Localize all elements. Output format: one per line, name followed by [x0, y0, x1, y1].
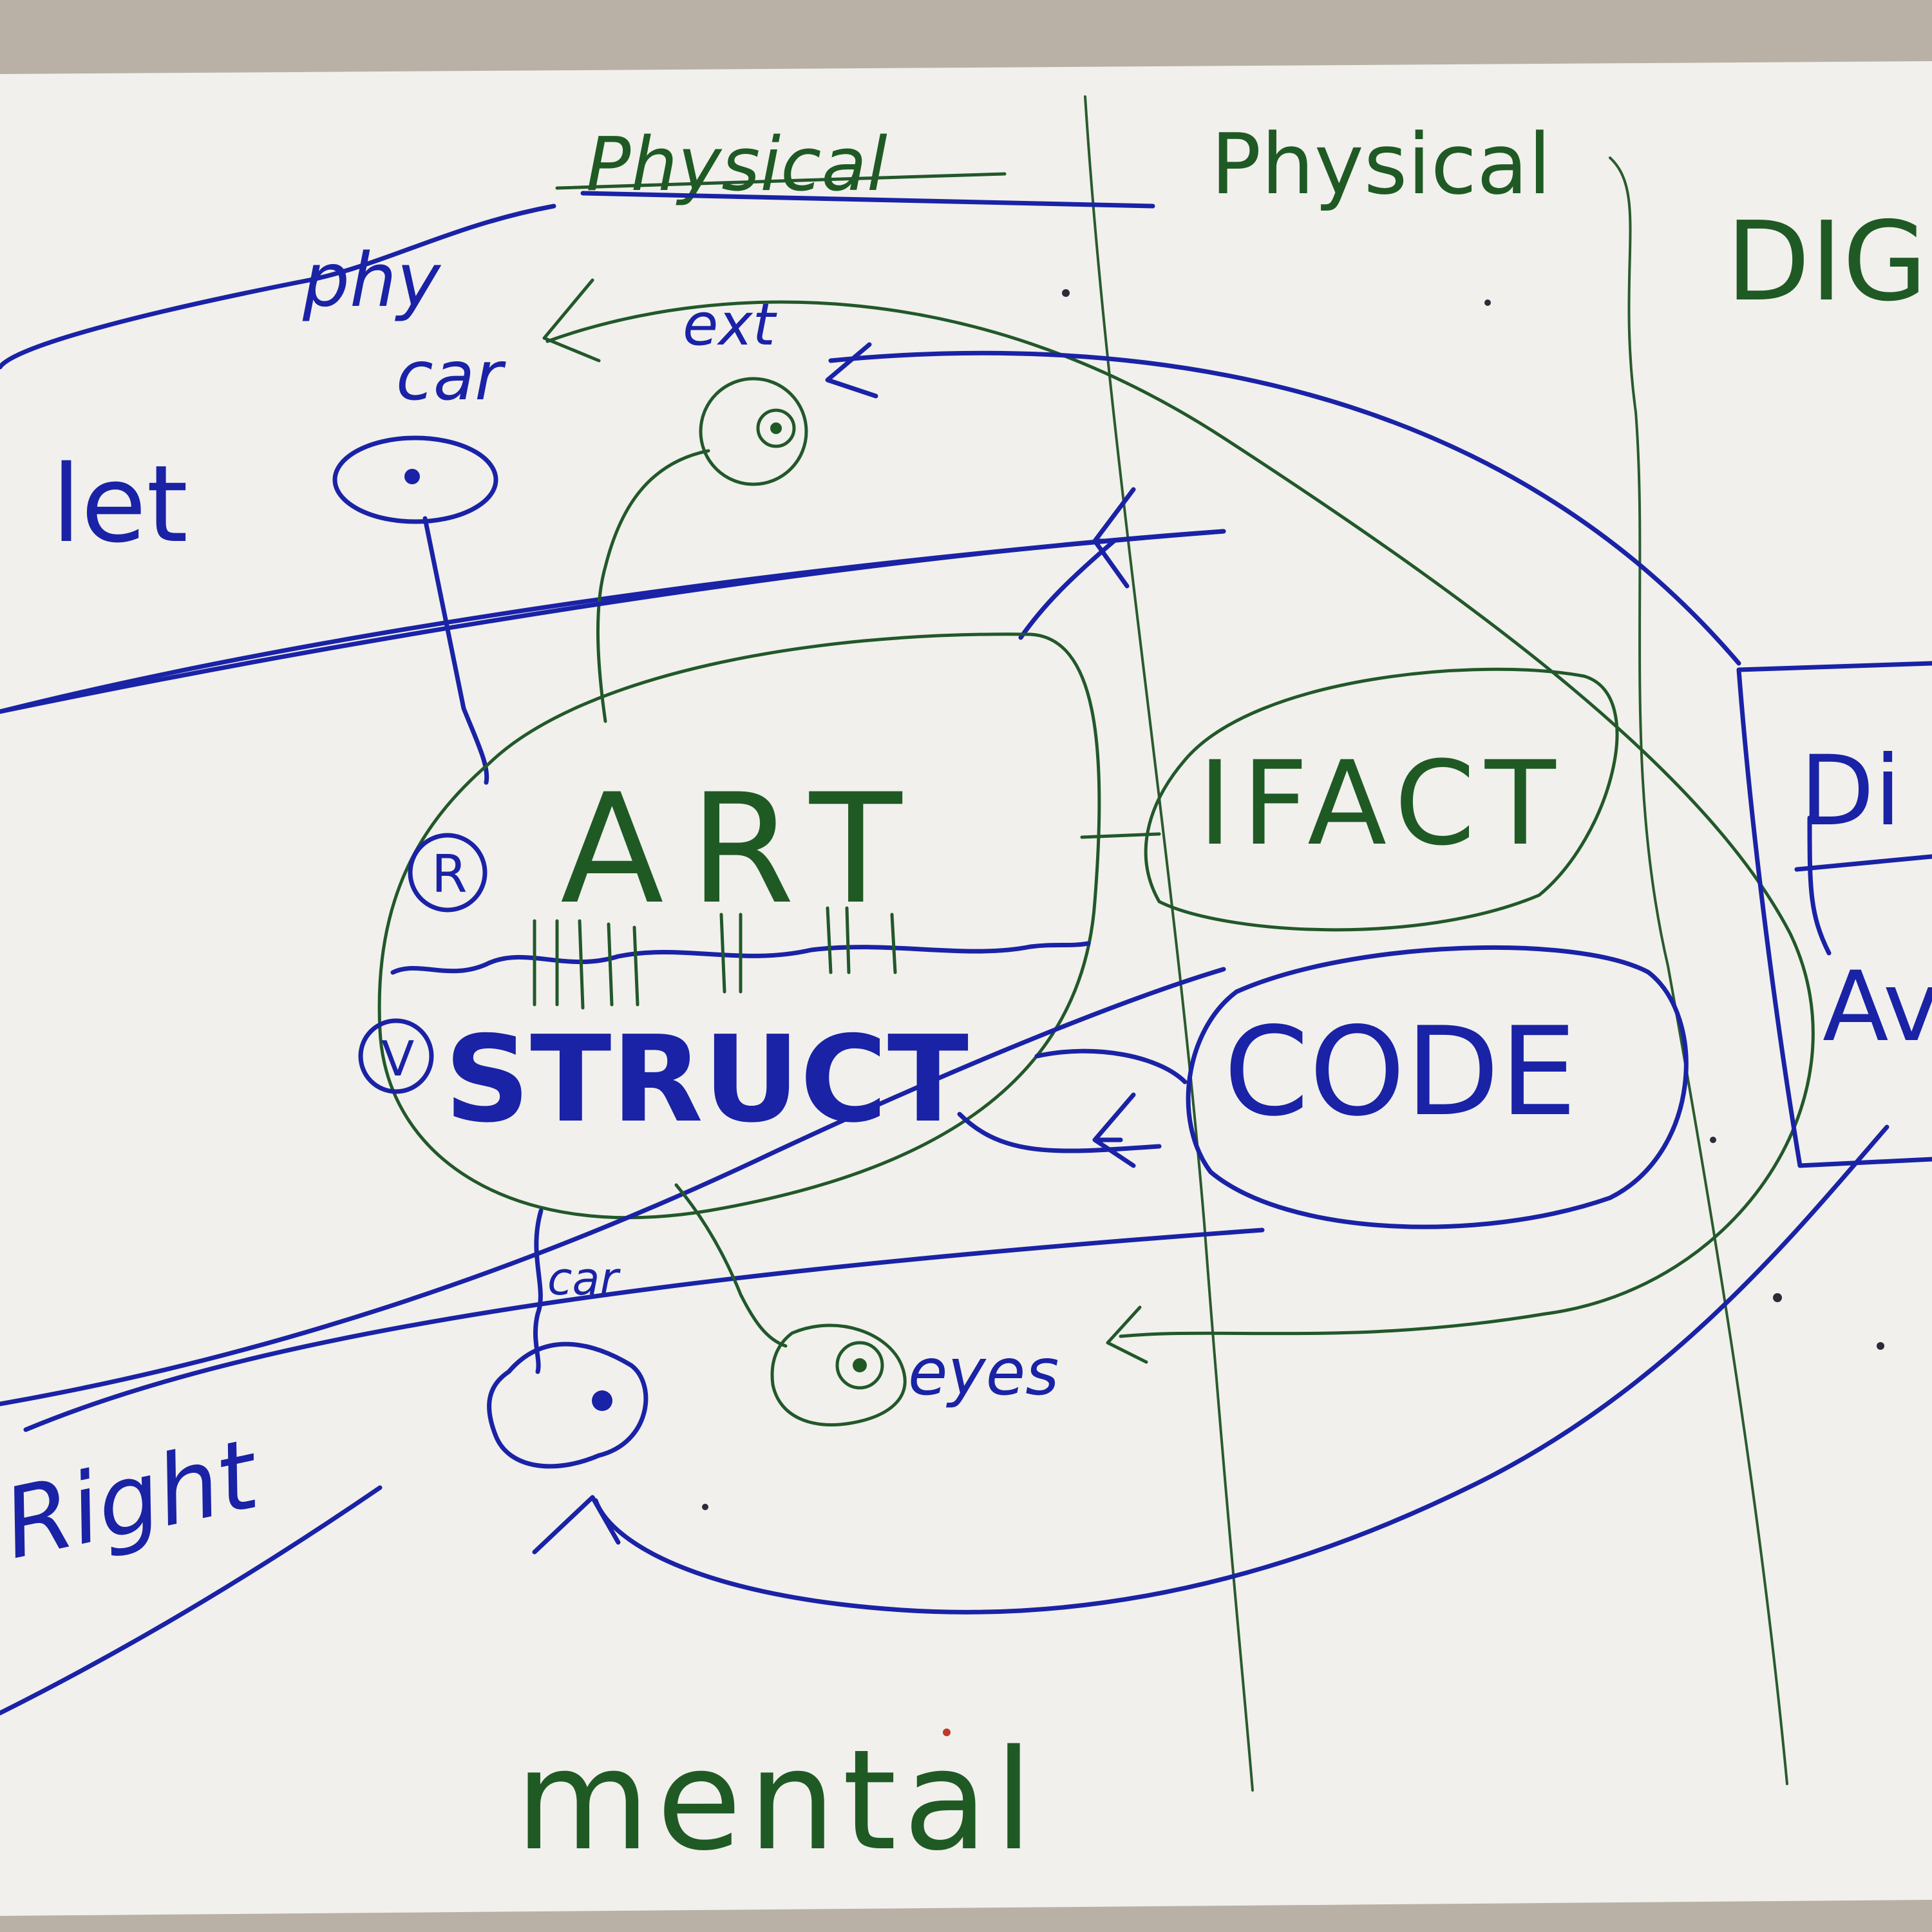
eye-node-top-connector [596, 449, 710, 723]
label-mental: mental [515, 1719, 1039, 1881]
hash-marks [533, 906, 897, 1010]
paper-specks [702, 289, 1884, 1510]
car-node [332, 435, 498, 524]
eyes-node-dot [853, 1358, 867, 1372]
car-node-connector [422, 516, 489, 785]
struct-code-arc [1034, 1048, 1188, 1084]
eye-node-top-dot [770, 422, 782, 434]
label-car-bottom: car [547, 1253, 621, 1305]
blue-return-arc [593, 1124, 1889, 1615]
header-underline [580, 191, 1155, 209]
car-node-dot [404, 469, 420, 484]
green-arc-arrow [545, 300, 1815, 1338]
green-arc-arrowhead-bottom [1106, 1305, 1148, 1364]
paper-sheet [0, 61, 1932, 1916]
r-marker-label: R [431, 844, 468, 904]
ifact-oval [1144, 667, 1619, 932]
label-physical: Physical [1211, 115, 1551, 213]
green-arc-arrowhead-top [542, 278, 601, 363]
art-to-band-connector [1018, 538, 1117, 640]
divider-physical-digital [1609, 156, 1788, 1785]
label-eyes: eyes [908, 1334, 1059, 1410]
label-art: ART [560, 762, 928, 938]
struct-code-arrowhead [1092, 1092, 1136, 1168]
car-node-bottom-connector [533, 1208, 544, 1374]
art-struct-oval [377, 632, 1101, 1220]
label-phy: phy [302, 238, 442, 324]
label-let: let [52, 442, 188, 566]
eyes-node-connector [674, 1183, 788, 1348]
blue-diagonal [0, 967, 1226, 1406]
label-struct: STRUCT [444, 1010, 969, 1149]
label-av-box: Av [1823, 951, 1932, 1063]
red-speck [943, 1728, 951, 1736]
blue-return-arrowhead [532, 1495, 621, 1555]
struct-code-connector [957, 1112, 1162, 1153]
car-node-bottom [487, 1341, 649, 1469]
digital-box [1736, 661, 1932, 1168]
eye-node-top [699, 377, 808, 486]
blue-arc-ext [828, 350, 1741, 666]
r-marker [408, 833, 488, 913]
strikethrough-line [555, 172, 1007, 190]
digital-box-divider [1794, 854, 1932, 872]
car-node-bottom-dot [592, 1390, 612, 1411]
blue-arc-ext-arrowhead [825, 342, 878, 399]
label-digital-box: Di [1800, 735, 1901, 848]
blue-lower-horizontal [23, 1227, 1265, 1432]
blue-band-line [0, 529, 1226, 714]
wavy-divider [390, 941, 1091, 975]
label-ifact: IFACT [1198, 737, 1566, 871]
label-car-top: car [396, 337, 506, 415]
eyes-node [770, 1323, 907, 1426]
right-underline [0, 1485, 383, 1716]
label-code: CODE [1224, 1001, 1577, 1143]
v-marker-label: V [381, 1030, 414, 1087]
v-marker [358, 1018, 434, 1094]
eyes-node-inner [835, 1341, 884, 1390]
divider-mental-physical [1084, 95, 1254, 1792]
left-region-outline [0, 204, 556, 370]
eye-node-top-inner [756, 408, 796, 448]
digital-box-link [1807, 815, 1832, 956]
code-oval [1186, 945, 1689, 1229]
label-digital: DIG [1726, 198, 1927, 326]
